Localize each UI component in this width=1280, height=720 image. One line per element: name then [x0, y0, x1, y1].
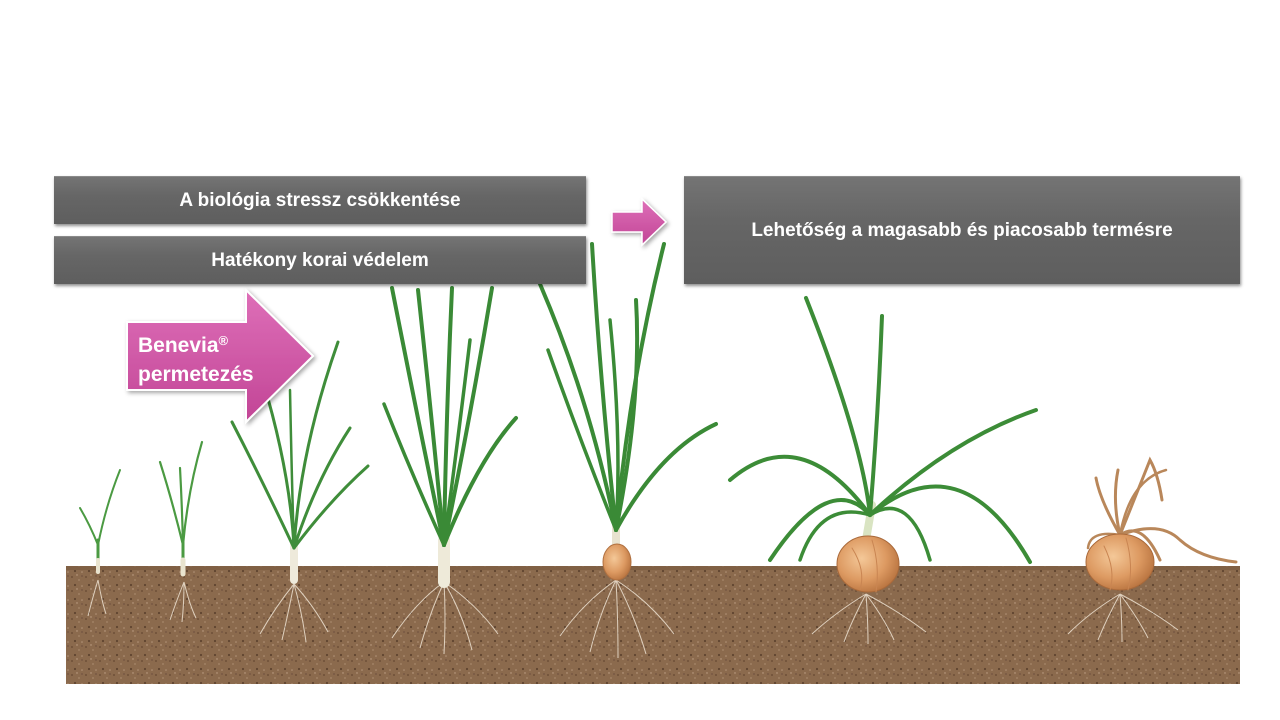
onion-plant-7-mature [1085, 456, 1238, 591]
early-protection-label: Hatékony korai védelem [211, 249, 429, 271]
registered-mark: ® [218, 333, 229, 348]
stress-reduction-box: A biológia stressz csökkentése [54, 176, 586, 224]
early-protection-box: Hatékony korai védelem [54, 236, 586, 284]
small-arrow-right [611, 197, 668, 247]
spraying-text: permetezés [138, 363, 254, 386]
yield-opportunity-label: Lehetőség a magasabb és piacosabb termés… [751, 219, 1173, 241]
onion-seedling-1 [79, 469, 121, 574]
benevia-arrow-shape [126, 287, 315, 425]
onion-plant-4 [382, 286, 518, 588]
benevia-brand: Benevia [138, 334, 219, 357]
onion-plant-5 [538, 242, 718, 581]
yield-opportunity-box: Lehetőség a magasabb és piacosabb termés… [684, 176, 1240, 284]
roots [87, 579, 1179, 659]
stress-reduction-label: A biológia stressz csökkentése [179, 189, 461, 211]
onion-seedling-2 [158, 440, 204, 577]
soil-band [66, 566, 1240, 684]
benevia-spray-label: Benevia® permetezés [138, 326, 308, 389]
onion-plant-6 [728, 296, 1038, 593]
